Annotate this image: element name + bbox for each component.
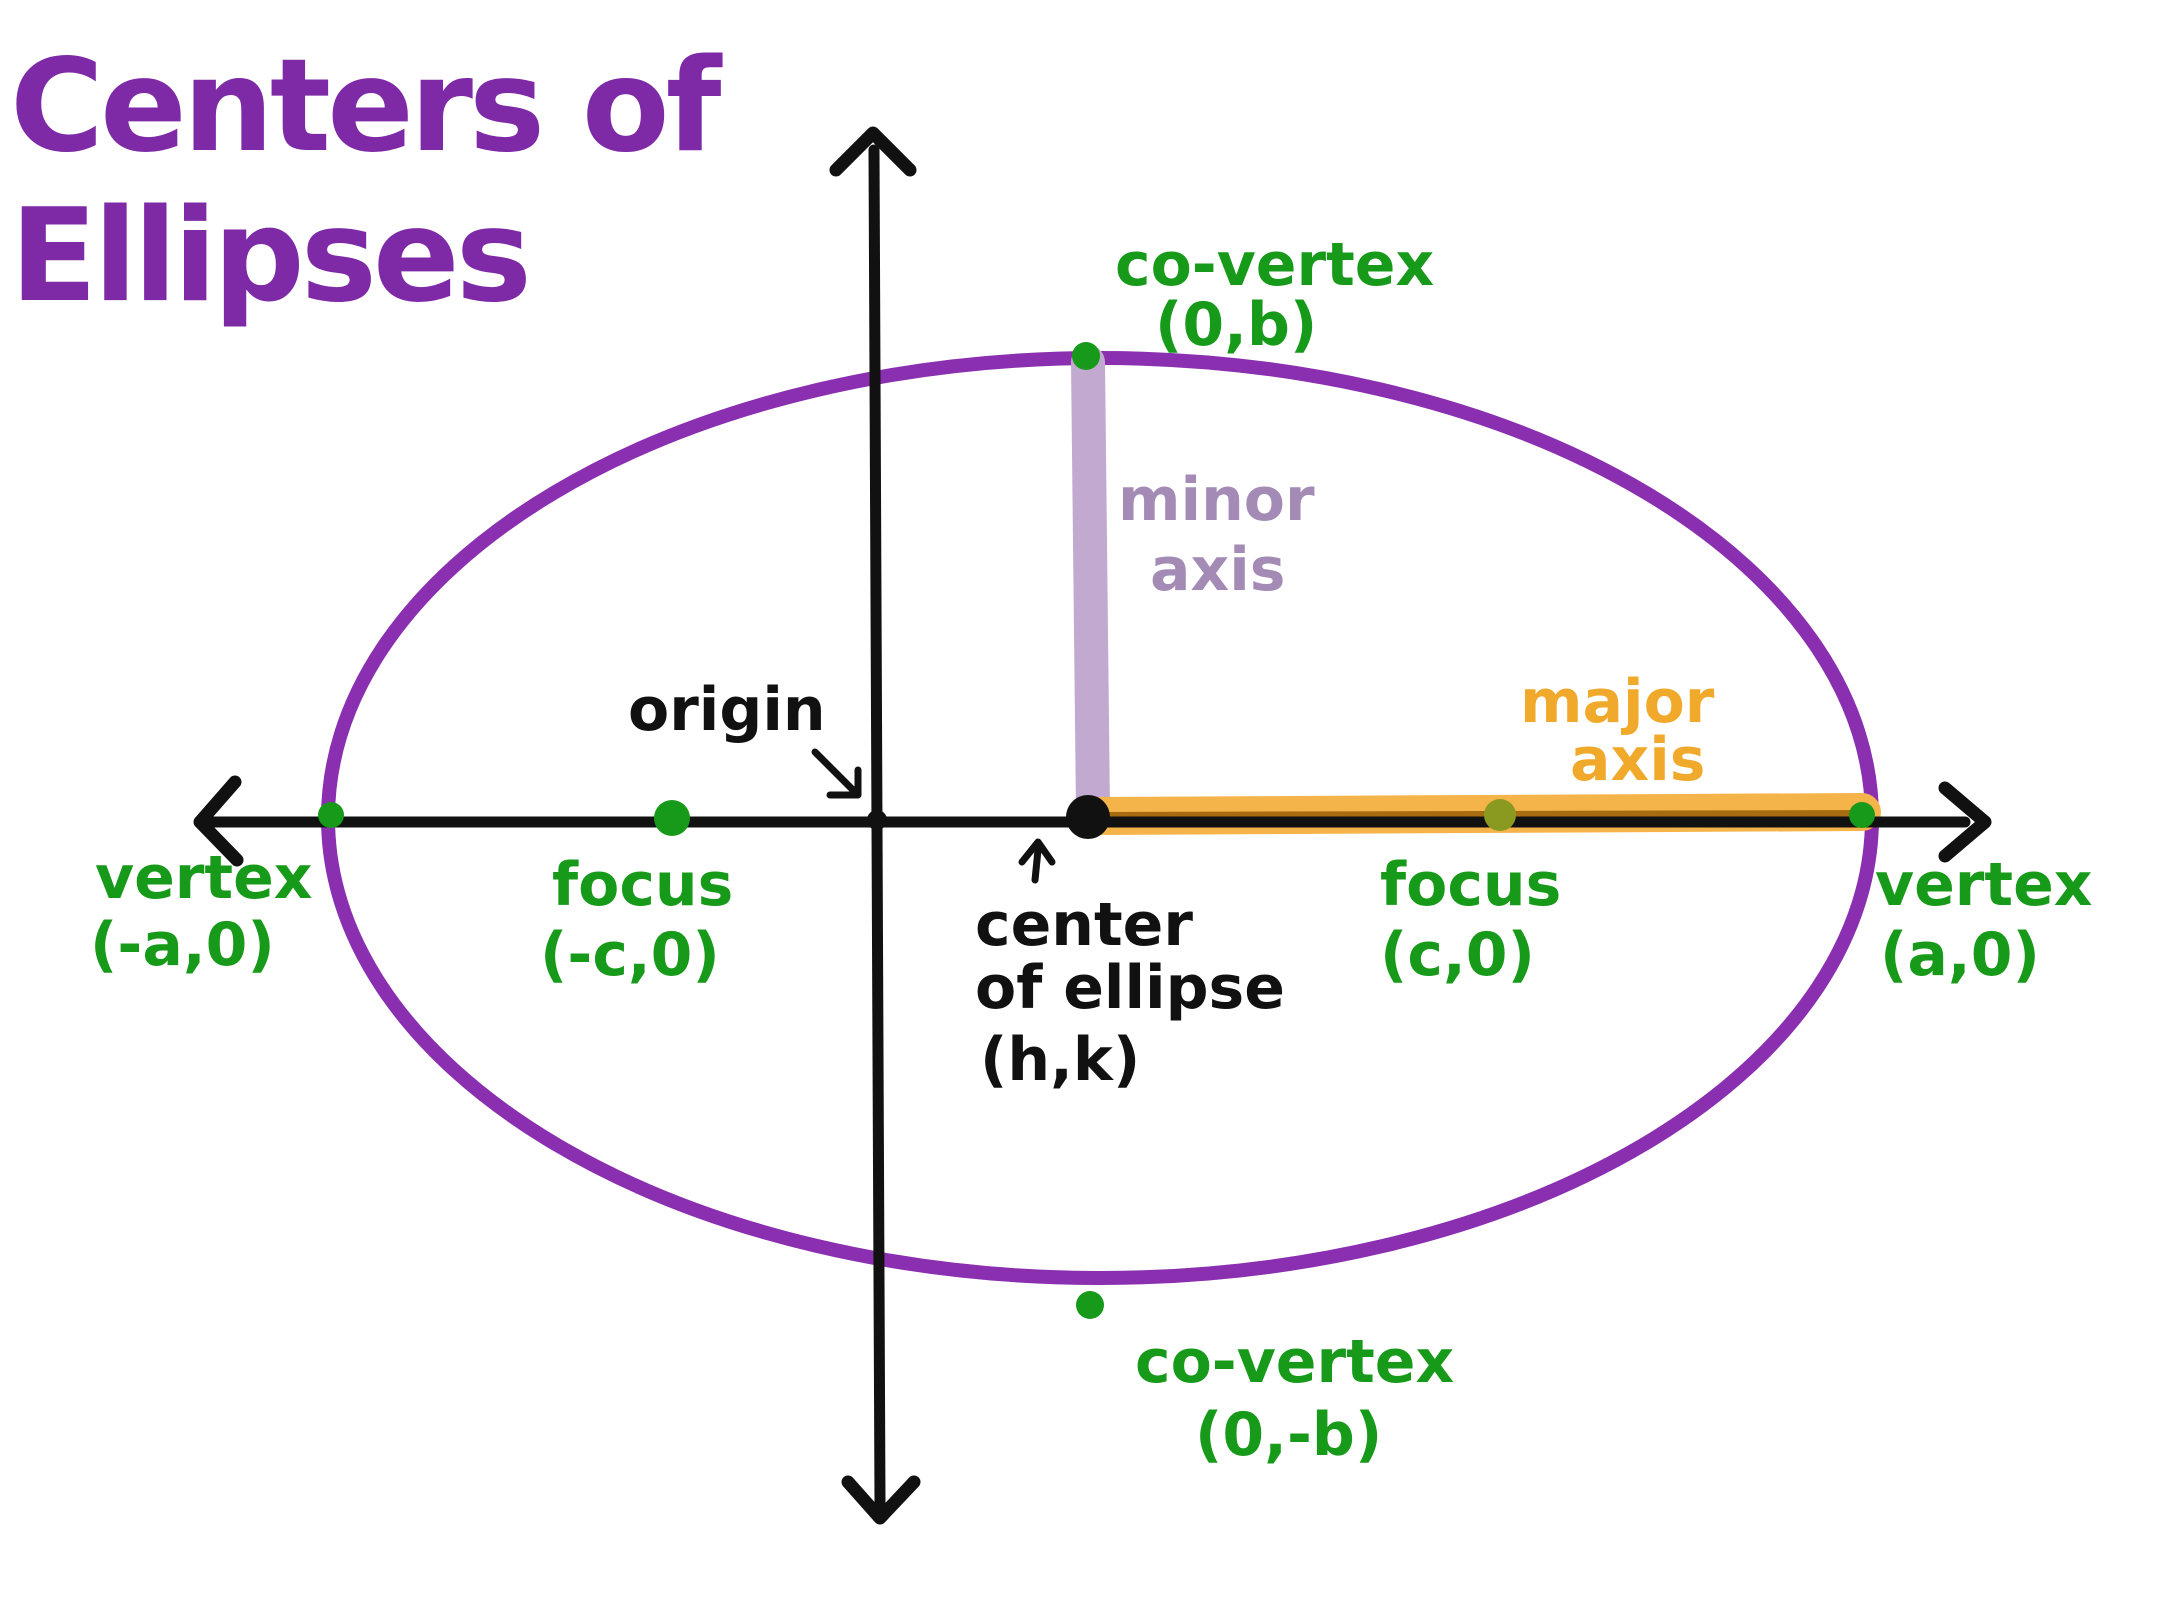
focus-right-label: focus (c,0)	[1380, 850, 1561, 990]
vertex-left-label: vertex (-a,0)	[90, 843, 312, 980]
title-line-1: Centers of	[10, 32, 723, 181]
x-axis-left-arrow-icon	[193, 775, 244, 867]
vertex-right-label: vertex (a,0)	[1875, 850, 2092, 990]
major-axis-label-line-1: major	[1520, 667, 1715, 737]
origin-label: origin	[628, 675, 826, 745]
x-axis-right-arrow-icon	[1938, 781, 1992, 863]
focus-left-coord: (-c,0)	[540, 920, 720, 990]
co-vertex-bottom-label: co-vertex (0,-b)	[1135, 1327, 1454, 1470]
vertex-right-coord: (a,0)	[1880, 920, 2040, 990]
origin-point	[867, 810, 887, 830]
center-arrow-icon	[1018, 838, 1056, 884]
focus-left-name: focus	[552, 850, 733, 920]
co-vertex-top-name: co-vertex	[1115, 230, 1434, 300]
vertex-left-coord: (-a,0)	[90, 910, 275, 980]
y-axis-bottom-arrow-icon	[841, 1475, 921, 1525]
vertex-right-point	[1849, 802, 1875, 828]
vertex-left-point	[318, 802, 344, 828]
minor-axis-label-line-2: axis	[1150, 535, 1285, 605]
minor-axis-segment	[1071, 345, 1110, 829]
major-axis-label-line-2: axis	[1570, 725, 1705, 795]
focus-left-point	[654, 800, 690, 836]
co-vertex-bottom-name: co-vertex	[1135, 1327, 1454, 1397]
co-vertex-bottom-point	[1076, 1291, 1104, 1319]
title-line-2: Ellipses	[10, 182, 528, 331]
vertex-right-name: vertex	[1875, 850, 2092, 920]
focus-right-name: focus	[1380, 850, 1561, 920]
co-vertex-top-point	[1072, 342, 1100, 370]
minor-axis-label-line-1: minor	[1118, 465, 1315, 535]
focus-right-coord: (c,0)	[1380, 920, 1535, 990]
center-label-line-2: of ellipse	[975, 953, 1285, 1023]
origin-arrow-icon	[811, 748, 862, 799]
center-label-line-1: center	[975, 890, 1193, 960]
co-vertex-top-label: co-vertex (0,b)	[1115, 230, 1434, 360]
center-label-line-3: (h,k)	[980, 1025, 1140, 1095]
major-axis-label: major axis	[1520, 667, 1715, 795]
focus-right-point	[1484, 799, 1516, 831]
center-point	[1066, 795, 1110, 839]
y-axis-top-arrow-icon	[829, 126, 917, 177]
co-vertex-bottom-coord: (0,-b)	[1195, 1400, 1382, 1470]
center-label: center of ellipse (h,k)	[975, 890, 1285, 1095]
co-vertex-top-coord: (0,b)	[1155, 290, 1317, 360]
vertex-left-name: vertex	[95, 843, 312, 913]
page-title: Centers of Ellipses	[10, 32, 727, 331]
minor-axis-label: minor axis	[1118, 465, 1315, 605]
focus-left-label: focus (-c,0)	[540, 850, 733, 990]
